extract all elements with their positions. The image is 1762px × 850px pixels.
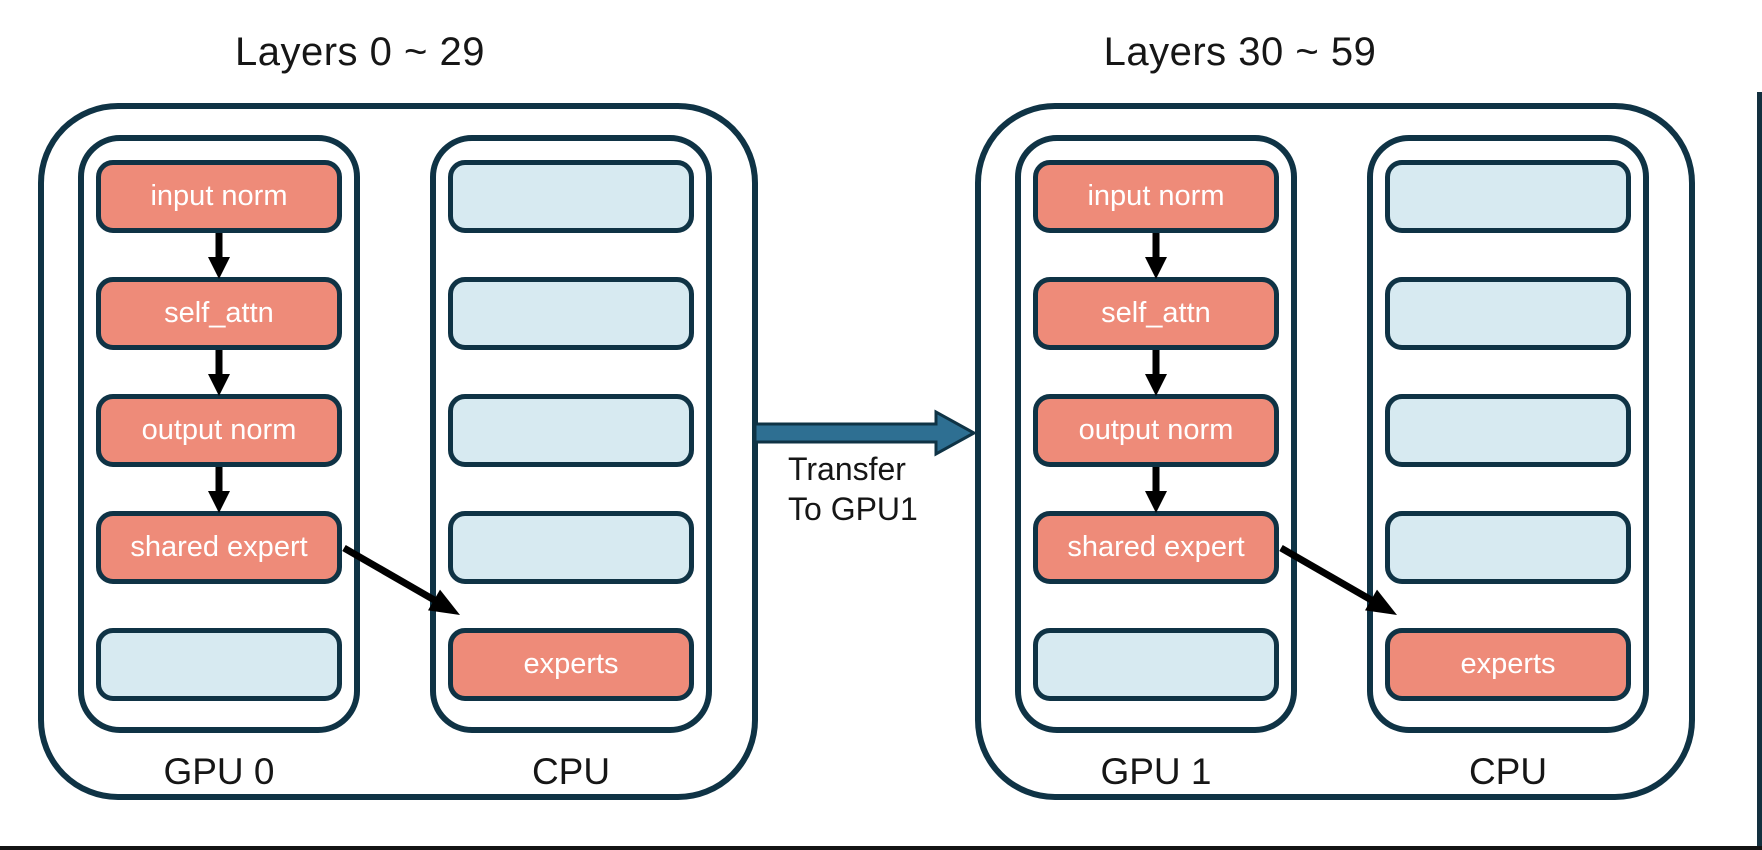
cpu-box-right: experts bbox=[1367, 135, 1649, 733]
block-cpu-empty-slot bbox=[1385, 277, 1631, 350]
block-self-attn: self_attn bbox=[96, 277, 342, 350]
block-label: input norm bbox=[1087, 180, 1225, 212]
block-label: shared expert bbox=[1067, 531, 1245, 563]
block-output-norm: output norm bbox=[96, 394, 342, 467]
block-cpu-empty-slot bbox=[448, 277, 694, 350]
gpu0-box: input norm self_attn output norm shared … bbox=[78, 135, 360, 733]
block-label: experts bbox=[1460, 648, 1556, 680]
transfer-label-line2: To GPU1 bbox=[788, 491, 918, 527]
gpu0-label: GPU 0 bbox=[163, 751, 275, 792]
block-cpu-empty-slot bbox=[1385, 394, 1631, 467]
block-label: experts bbox=[523, 648, 619, 680]
transfer-label-line1: Transfer bbox=[788, 451, 906, 487]
layers-range-title-left: Layers 0 ~ 29 bbox=[235, 30, 485, 74]
gpu1-label: GPU 1 bbox=[1100, 751, 1212, 792]
block-self-attn: self_attn bbox=[1033, 277, 1279, 350]
block-label: input norm bbox=[150, 180, 288, 212]
cpu-label-right: CPU bbox=[1468, 751, 1548, 792]
block-input-norm: input norm bbox=[96, 160, 342, 233]
block-label: self_attn bbox=[164, 297, 274, 329]
block-shared-expert: shared expert bbox=[1033, 511, 1279, 584]
block-output-norm: output norm bbox=[1033, 394, 1279, 467]
block-experts: experts bbox=[1385, 628, 1631, 701]
block-label: output norm bbox=[141, 414, 297, 446]
frame-edge-bottom bbox=[0, 846, 1762, 850]
layers-range-title-right: Layers 30 ~ 59 bbox=[1103, 30, 1377, 74]
frame-edge-right bbox=[1757, 92, 1762, 850]
block-cpu-empty-slot bbox=[1385, 511, 1631, 584]
block-label: self_attn bbox=[1101, 297, 1211, 329]
block-label: shared expert bbox=[130, 531, 308, 563]
block-shared-expert: shared expert bbox=[96, 511, 342, 584]
block-experts: experts bbox=[448, 628, 694, 701]
block-label: output norm bbox=[1078, 414, 1234, 446]
transfer-label: Transfer To GPU1 bbox=[788, 449, 918, 529]
block-input-norm: input norm bbox=[1033, 160, 1279, 233]
layer-group-30-59: input norm self_attn output norm shared … bbox=[975, 103, 1695, 800]
block-cpu-empty-slot bbox=[448, 511, 694, 584]
block-cpu-empty-slot bbox=[1385, 160, 1631, 233]
transfer-arrow-icon bbox=[753, 409, 978, 457]
cpu-label-left: CPU bbox=[531, 751, 611, 792]
block-gpu-empty-slot bbox=[96, 628, 342, 701]
cpu-box-left: experts bbox=[430, 135, 712, 733]
block-cpu-empty-slot bbox=[448, 160, 694, 233]
block-gpu-empty-slot bbox=[1033, 628, 1279, 701]
block-cpu-empty-slot bbox=[448, 394, 694, 467]
gpu1-box: input norm self_attn output norm shared … bbox=[1015, 135, 1297, 733]
layer-group-0-29: input norm self_attn output norm shared … bbox=[38, 103, 758, 800]
